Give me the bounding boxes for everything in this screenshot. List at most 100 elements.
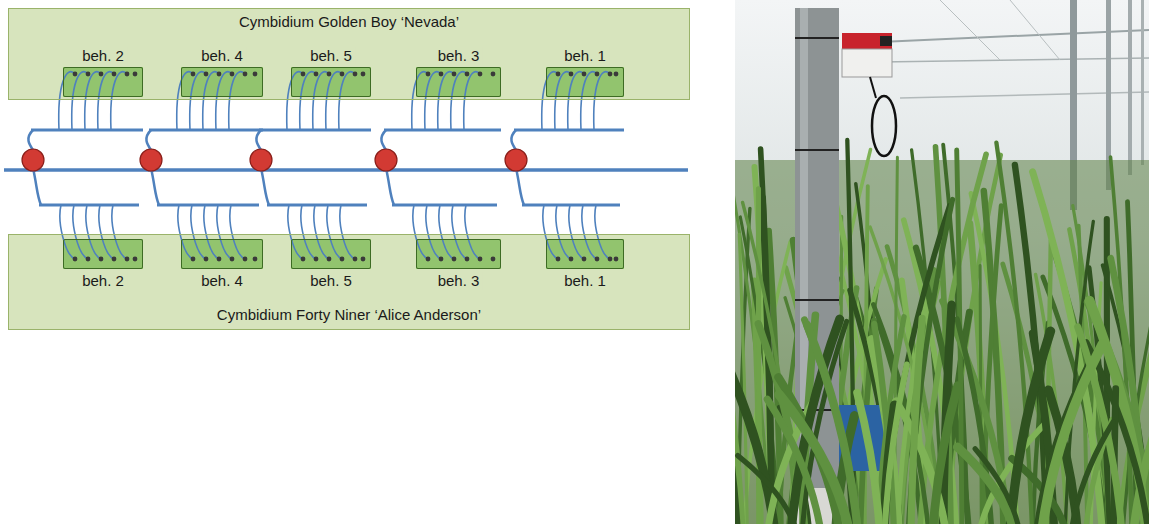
drip-point — [491, 72, 496, 77]
drip-point — [230, 72, 235, 77]
drip-point — [253, 257, 258, 262]
drip-point — [426, 72, 431, 77]
orchid-leaf — [878, 317, 904, 524]
drip-point — [582, 72, 587, 77]
treatment-tray: beh. 3 — [416, 67, 501, 97]
branch-pipe — [149, 129, 263, 132]
treatment-label: beh. 3 — [435, 272, 483, 290]
greenhouse-post — [1141, 0, 1144, 165]
drip-point — [217, 72, 222, 77]
drip-point — [314, 257, 319, 262]
pipes — [4, 130, 688, 205]
branch-pipe — [259, 129, 371, 132]
treatment-tray: beh. 1 — [546, 239, 624, 269]
drip-point — [556, 257, 561, 262]
band-fill — [8, 8, 690, 100]
greenhouse-post — [1128, 0, 1132, 175]
drip-point — [327, 72, 332, 77]
treatment-label: beh. 4 — [198, 47, 246, 65]
riser-pipe — [256, 130, 261, 150]
treatment-tray: beh. 5 — [291, 67, 371, 97]
drip-point — [243, 257, 248, 262]
valve-dot — [250, 149, 272, 171]
drip-point — [340, 72, 345, 77]
tray-fill — [546, 239, 624, 269]
drip-point — [204, 72, 209, 77]
variety-band: Cymbidium Golden Boy ‘Nevada’beh. 2beh. … — [8, 8, 690, 100]
photo-content — [735, 0, 1149, 524]
drip-wire — [594, 72, 610, 130]
riser-pipe — [516, 168, 524, 205]
drip-point — [73, 72, 78, 77]
drip-wire — [229, 72, 245, 130]
drip-wire — [340, 205, 355, 259]
drip-point — [452, 257, 457, 262]
drip-point — [595, 72, 600, 77]
roof-truss — [940, 0, 1000, 60]
branch-pipe — [39, 204, 139, 207]
treatment-label: beh. 5 — [307, 272, 355, 290]
branch-pipe — [514, 129, 624, 132]
drip-point — [86, 257, 91, 262]
riser-pipe — [151, 168, 159, 205]
treatment-label: beh. 3 — [435, 47, 483, 65]
drip-point — [426, 257, 431, 262]
branch-pipe — [392, 204, 497, 207]
riser-pipe — [33, 168, 41, 205]
treatment-tray: beh. 4 — [181, 67, 263, 97]
drip-point — [133, 257, 138, 262]
drip-wire — [595, 205, 610, 259]
drip-point — [556, 72, 561, 77]
treatment-label: beh. 4 — [198, 272, 246, 290]
drip-point — [361, 72, 366, 77]
roof-beam — [900, 92, 1149, 98]
drip-point — [301, 72, 306, 77]
drip-point — [353, 257, 358, 262]
riser-pipe — [28, 130, 33, 150]
drip-point — [191, 72, 196, 77]
roof-truss — [1010, 0, 1060, 60]
drip-point — [569, 257, 574, 262]
orchid-leaf — [957, 319, 992, 524]
drip-wire — [230, 205, 245, 259]
valve-dot — [505, 149, 527, 171]
drip-point — [361, 257, 366, 262]
drip-point — [614, 257, 619, 262]
treatment-label: beh. 2 — [79, 47, 127, 65]
drip-point — [582, 257, 587, 262]
cable-loop — [872, 96, 896, 156]
drip-point — [86, 72, 91, 77]
sensor-box — [842, 49, 892, 77]
drip-point — [439, 72, 444, 77]
tray-fills — [63, 67, 624, 269]
drip-point — [204, 257, 209, 262]
pole-band — [795, 299, 839, 301]
drip-wire — [465, 205, 480, 259]
valve-dot — [375, 149, 397, 171]
orchid-leaf — [807, 325, 857, 524]
orchid-leaf — [738, 456, 796, 524]
pole-band — [795, 149, 839, 151]
pole-band — [795, 37, 839, 39]
drip-point — [301, 257, 306, 262]
drip-point — [465, 72, 470, 77]
drip-points — [73, 72, 619, 262]
riser-pipe — [511, 130, 516, 150]
orchid-leaf — [1042, 344, 1102, 524]
drip-point — [217, 257, 222, 262]
treatment-tray: beh. 3 — [416, 239, 501, 269]
valve-dot — [140, 149, 162, 171]
variety-name: Cymbidium Forty Niner ‘Alice Anderson’ — [214, 306, 484, 324]
drip-point — [614, 72, 619, 77]
drip-wire — [464, 72, 480, 130]
variety-band: Cymbidium Forty Niner ‘Alice Anderson’ be… — [8, 234, 690, 330]
treatment-label: beh. 1 — [561, 272, 609, 290]
treatment-tray: beh. 2 — [63, 67, 143, 97]
drip-point — [314, 72, 319, 77]
drip-point — [253, 72, 258, 77]
valve-dot — [22, 149, 44, 171]
branch-pipe — [522, 204, 620, 207]
drip-point — [465, 257, 470, 262]
riser-pipe — [146, 130, 151, 150]
